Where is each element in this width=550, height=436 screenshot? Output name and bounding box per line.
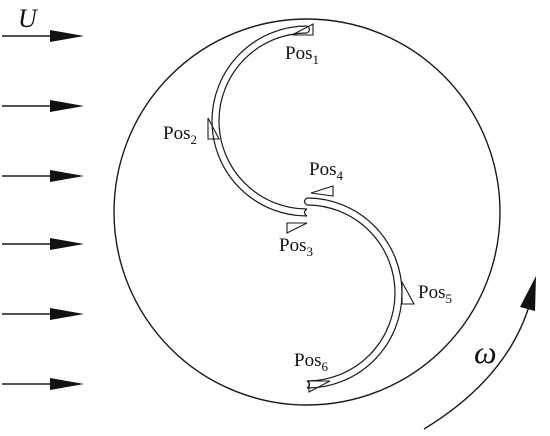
pos-label-1: Pos1 <box>285 43 319 67</box>
position-markers <box>207 23 415 393</box>
triangle-icon <box>286 222 308 234</box>
pos-label-6: Pos6 <box>294 350 328 374</box>
blade-upper <box>211 25 311 217</box>
flow-arrows <box>2 30 84 390</box>
flow-arrow-icon <box>2 100 84 112</box>
pos-label-2: Pos2 <box>163 123 197 147</box>
triangle-icon <box>308 380 331 393</box>
pos-label-5: Pos5 <box>418 282 452 306</box>
rotor-circle <box>113 18 501 406</box>
triangle-icon <box>207 117 220 140</box>
triangle-icon <box>291 23 314 36</box>
triangle-icon <box>401 281 415 305</box>
flow-arrow-icon <box>2 308 84 320</box>
pos-label-3: Pos3 <box>279 235 313 259</box>
flow-arrow-icon <box>2 170 84 182</box>
rotation-label: ω <box>474 334 497 370</box>
flow-arrow-icon <box>2 378 84 390</box>
pos-label-4: Pos4 <box>309 159 343 183</box>
triangle-icon <box>310 185 334 197</box>
flow-arrow-icon <box>2 238 84 250</box>
flow-label: U <box>18 4 39 33</box>
curved-arrow-icon <box>423 276 536 430</box>
flow-arrow-icon <box>2 30 84 42</box>
